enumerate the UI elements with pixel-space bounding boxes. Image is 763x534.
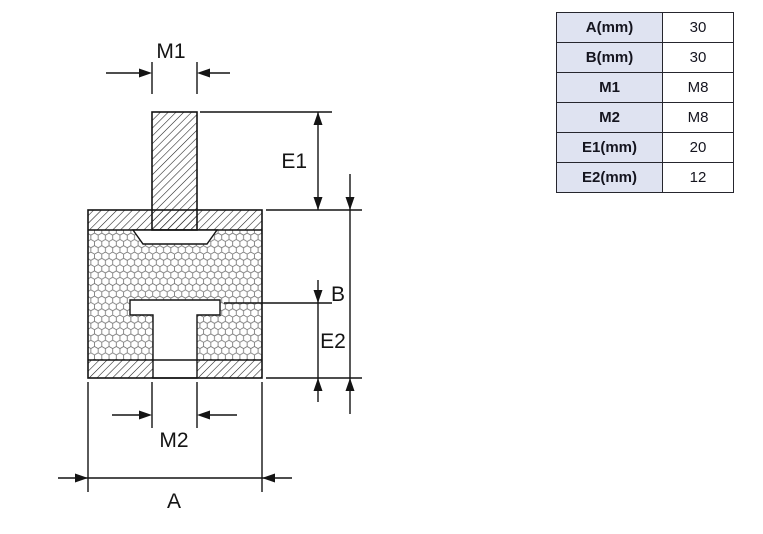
table-row: B(mm) 30: [557, 42, 733, 72]
arrow-up-icon: [313, 112, 323, 125]
spec-value-e1: 20: [663, 133, 733, 162]
arrow-up-icon: [345, 378, 355, 391]
spec-table: A(mm) 30 B(mm) 30 M1 M8 M2 M8 E1(mm) 20 …: [556, 12, 734, 193]
dimension-e1: E1: [200, 111, 362, 211]
spec-value-a: 30: [663, 13, 733, 42]
table-row: M1 M8: [557, 72, 733, 102]
table-row: E1(mm) 20: [557, 132, 733, 162]
spec-value-m2: M8: [663, 103, 733, 132]
arrow-right-icon: [139, 410, 152, 420]
arrow-down-icon: [313, 290, 323, 303]
arrow-right-icon: [139, 68, 152, 78]
dimension-e2: E2: [224, 280, 346, 402]
spec-label-m1: M1: [557, 73, 663, 102]
spec-label-e2: E2(mm): [557, 163, 663, 192]
dim-label-m2: M2: [159, 429, 188, 452]
arrow-up-icon: [313, 378, 323, 391]
arrow-down-icon: [313, 197, 323, 210]
dim-label-m1: M1: [156, 40, 185, 63]
spec-label-a: A(mm): [557, 13, 663, 42]
arrow-down-icon: [345, 197, 355, 210]
dimension-b: B: [266, 174, 362, 414]
spec-label-b: B(mm): [557, 43, 663, 72]
dimension-a: A: [58, 382, 292, 513]
spec-value-b: 30: [663, 43, 733, 72]
body-outline: [87, 209, 263, 379]
spec-label-e1: E1(mm): [557, 133, 663, 162]
dim-label-e2: E2: [320, 330, 346, 353]
threaded-stud: [151, 111, 198, 231]
arrow-left-icon: [197, 410, 210, 420]
table-row: E2(mm) 12: [557, 162, 733, 192]
dim-label-e1: E1: [281, 150, 307, 173]
table-row: M2 M8: [557, 102, 733, 132]
dimension-m1: M1: [106, 40, 230, 94]
dim-label-b: B: [331, 283, 345, 306]
arrow-right-icon: [75, 473, 88, 483]
spec-value-e2: 12: [663, 163, 733, 192]
arrow-left-icon: [197, 68, 210, 78]
arrow-left-icon: [262, 473, 275, 483]
spec-value-m1: M8: [663, 73, 733, 102]
spec-label-m2: M2: [557, 103, 663, 132]
dimension-m2: M2: [112, 382, 237, 452]
dim-label-a: A: [167, 490, 181, 513]
technical-drawing: M1 E1 B E2: [58, 40, 362, 513]
mount-body: [87, 111, 263, 379]
stud-recess: [131, 229, 219, 245]
table-row: A(mm) 30: [557, 13, 733, 42]
